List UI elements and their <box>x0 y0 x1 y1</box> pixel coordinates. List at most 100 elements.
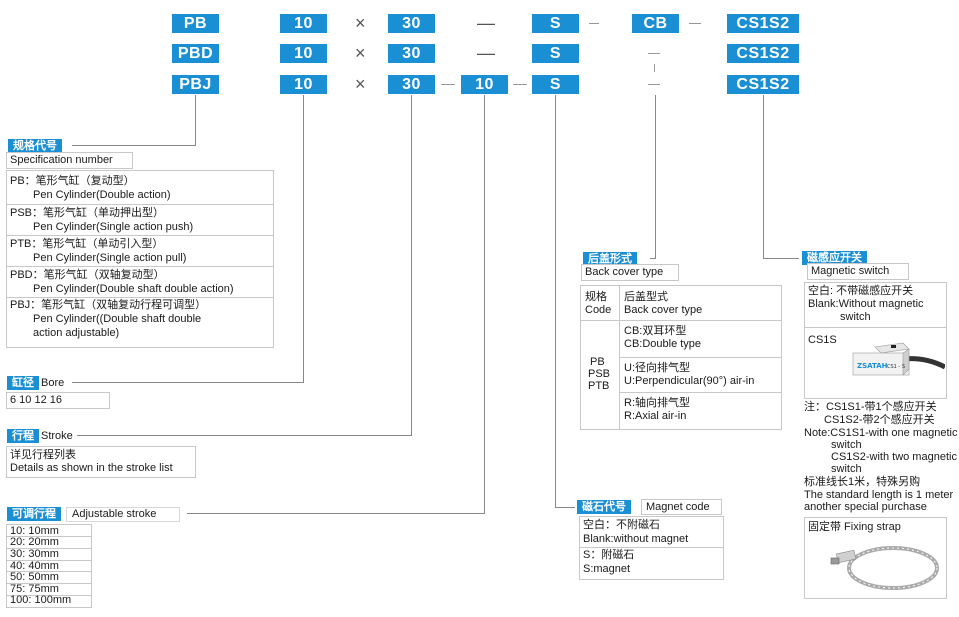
fixing-strap-image <box>830 546 939 590</box>
code-bore: 10 <box>280 14 327 33</box>
leader-stroke <box>411 95 412 435</box>
code-switch: CS1S2 <box>727 44 799 63</box>
times-sign: × <box>355 13 366 33</box>
spec-item-en: Pen Cylinder(Single action pull) <box>33 252 187 264</box>
divider <box>7 266 273 267</box>
divider <box>7 560 91 561</box>
times-sign: × <box>355 74 366 94</box>
code-magnet: S <box>532 14 579 33</box>
divider <box>7 583 91 584</box>
leader-stroke <box>77 435 412 436</box>
switch-note: CS1S2-with two magnetic <box>831 451 957 463</box>
switch-subtitle: Magnetic switch <box>811 265 890 277</box>
leader-bore <box>72 382 304 383</box>
spec-item-en: Pen Cylinder(Double shaft double action) <box>33 283 234 295</box>
switch-subtitle-box: Magnetic switch <box>807 263 909 280</box>
code-series-pb: PB <box>172 14 219 33</box>
adj-item: 50: 50mm <box>10 571 59 583</box>
adj-item: 100: 100mm <box>10 594 72 606</box>
switch-note: The standard length is 1 meter <box>804 489 954 501</box>
sensor-brand: ZSATAH <box>857 362 888 370</box>
dash-sign: — <box>477 43 495 63</box>
adj-label: Adjustable stroke <box>72 508 157 520</box>
switch-blank-en: Blank:Without magnetic <box>808 298 924 310</box>
connector-dash <box>689 23 701 24</box>
divider <box>7 536 91 537</box>
leader-switch <box>763 258 799 259</box>
magnet-label: Magnet code <box>646 501 710 513</box>
magnet-box: 空白：不附磁石 Blank:without magnet S：附磁石 S:mag… <box>579 516 724 580</box>
code-switch: CS1S2 <box>727 75 799 94</box>
spec-item-cn: PBJ：笔形气缸（双轴复动行程可调型） <box>10 299 207 311</box>
dash-sign: — <box>477 13 495 33</box>
leader-magnet <box>555 95 556 507</box>
magnet-tag: 磁石代号 <box>577 500 631 514</box>
spec-item-cn: PB：笔形气缸（复动型） <box>10 175 135 187</box>
bore-values: 6 10 12 16 <box>10 394 62 406</box>
back-type-en: U:Perpendicular(90°) air-in <box>624 375 755 387</box>
leader-back-cover <box>650 258 656 259</box>
connector-dash <box>648 53 660 54</box>
back-type-en: CB:Double type <box>624 338 702 350</box>
stroke-box: 详见行程列表 Details as shown in the stroke li… <box>6 446 196 478</box>
spec-item-en: Pen Cylinder(Double action) <box>33 189 171 201</box>
connector-dash <box>513 84 527 85</box>
connector-dash <box>589 23 599 24</box>
divider <box>7 571 91 572</box>
bore-label: Bore <box>41 377 65 389</box>
code-switch: CS1S2 <box>727 14 799 33</box>
back-head-code-cn: 规格 <box>585 291 607 303</box>
switch-note: CS1S2-带2个感应开关 <box>824 414 935 426</box>
divider <box>581 320 781 321</box>
code-bore: 10 <box>280 44 327 63</box>
switch-note: 标准线长1米，特殊另购 <box>804 476 921 488</box>
spec-tag: 规格代号 <box>8 139 62 153</box>
code-series-pbj: PBJ <box>172 75 219 94</box>
strap-box: 固定带 Fixing strap <box>804 517 947 599</box>
back-code: PTB <box>588 380 610 392</box>
back-head-code-en: Code <box>585 304 612 316</box>
switch-note: 注：CS1S1-带1个感应开关 <box>804 401 937 413</box>
back-tag: 后盖形式 <box>583 252 637 266</box>
code-series-pbd: PBD <box>172 44 219 63</box>
divider <box>580 547 723 548</box>
strap-label: 固定带 Fixing strap <box>808 521 901 533</box>
leader-adjustable <box>484 95 485 513</box>
back-type-cn: U:径向排气型 <box>624 362 690 374</box>
leader-switch <box>763 95 764 258</box>
connector-tick <box>654 64 655 72</box>
switch-note: switch <box>831 463 862 475</box>
code-stroke: 30 <box>388 75 435 94</box>
divider <box>7 595 91 596</box>
code-stroke: 30 <box>388 44 435 63</box>
spec-item-cn: PBD：笔形气缸（双轴复动型） <box>10 269 165 281</box>
back-subtitle: Back cover type <box>585 266 664 278</box>
divider <box>7 297 273 298</box>
divider <box>7 204 273 205</box>
code-magnet: S <box>532 75 579 94</box>
switch-blank-en: switch <box>840 311 871 323</box>
code-stroke: 30 <box>388 14 435 33</box>
back-head-type-en: Back cover type <box>624 304 703 316</box>
leader-adjustable <box>187 513 485 514</box>
spec-item-en: Pen Cylinder((Double shaft double <box>33 313 202 325</box>
divider <box>7 548 91 549</box>
magnet-line: S:magnet <box>583 563 631 575</box>
switch-note: another special purchase <box>804 501 927 513</box>
connector-dash <box>648 84 660 85</box>
back-head-type-cn: 后盖型式 <box>624 291 668 303</box>
spec-item-cn: PSB：笔形气缸（单动押出型） <box>10 207 165 219</box>
switch-note: Note:CS1S1-with one magnetic <box>804 427 958 439</box>
code-magnet: S <box>532 44 579 63</box>
leader-spec <box>195 95 196 145</box>
sensor-image: ZSATAH CS1 - S <box>852 342 945 376</box>
times-sign: × <box>355 43 366 63</box>
spec-subtitle-box: Specification number <box>6 152 133 169</box>
adj-item: 75: 75mm <box>10 583 59 595</box>
switch-box: 空白: 不带磁感应开关 Blank:Without magnetic switc… <box>804 282 947 399</box>
adj-tag: 可调行程 <box>7 507 61 521</box>
adj-item: 40: 40mm <box>10 560 59 572</box>
stroke-line: 详见行程列表 <box>10 449 76 461</box>
divider <box>619 357 781 358</box>
back-type-en: R:Axial air-in <box>624 410 687 422</box>
